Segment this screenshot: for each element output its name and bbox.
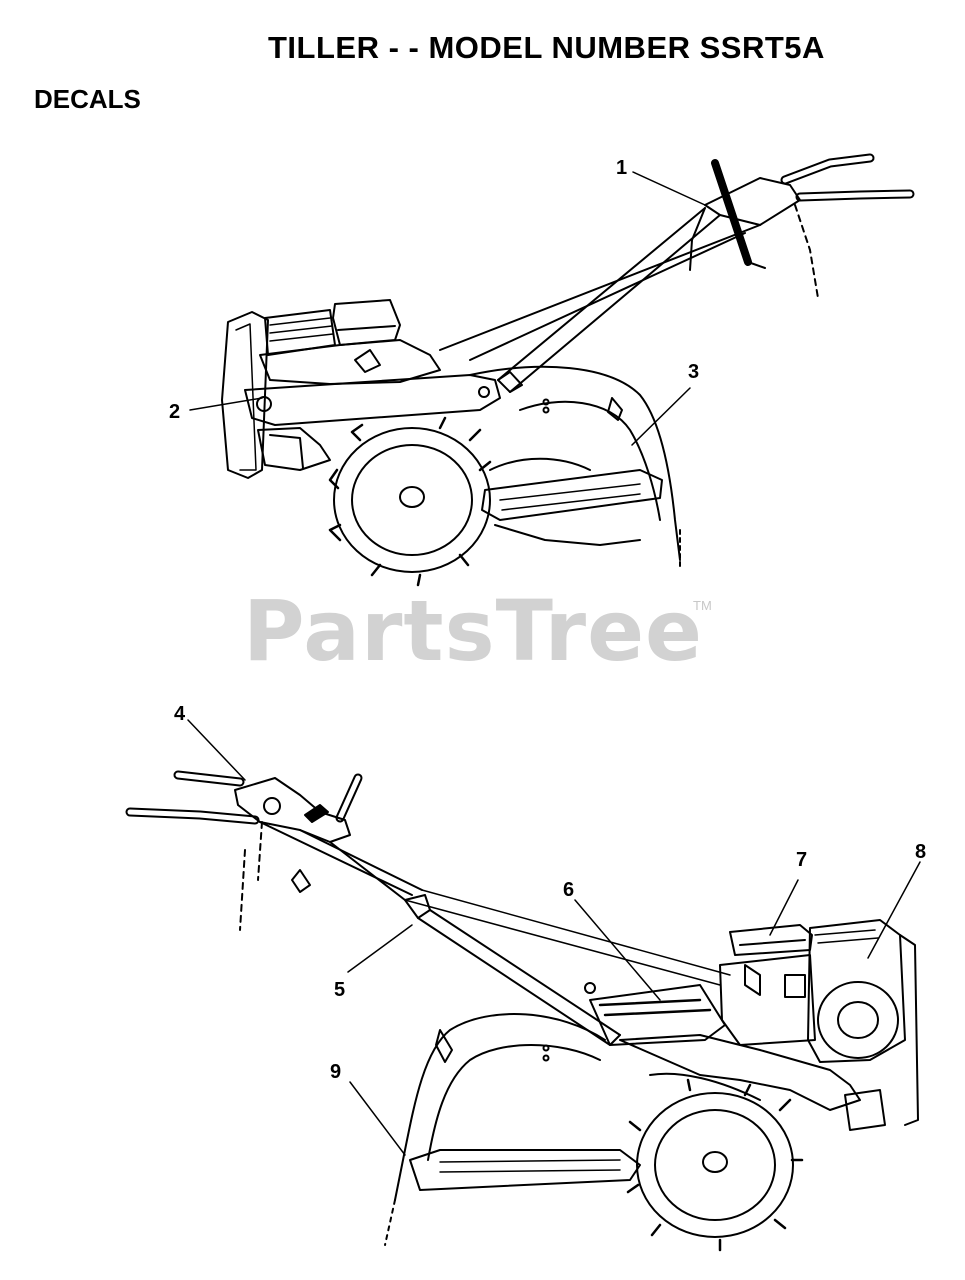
callout-7: 7: [796, 849, 808, 871]
callout-4: 4: [174, 703, 186, 725]
callout-2: 2: [169, 401, 181, 423]
bottom-tiller-illustration: [125, 719, 921, 1252]
callout-1: 1: [616, 157, 628, 179]
callout-3: 3: [688, 361, 700, 383]
callout-6: 6: [563, 879, 575, 901]
callout-9: 9: [330, 1061, 342, 1083]
section-title: DECALS: [34, 84, 141, 114]
callout-8: 8: [915, 841, 927, 863]
callout-5: 5: [334, 979, 346, 1001]
watermark-trademark: TM: [693, 598, 712, 613]
watermark: PartsTree: [243, 582, 704, 680]
page-title: TILLER - - MODEL NUMBER SSRT5A: [268, 30, 825, 65]
top-tiller-illustration: [189, 153, 915, 587]
